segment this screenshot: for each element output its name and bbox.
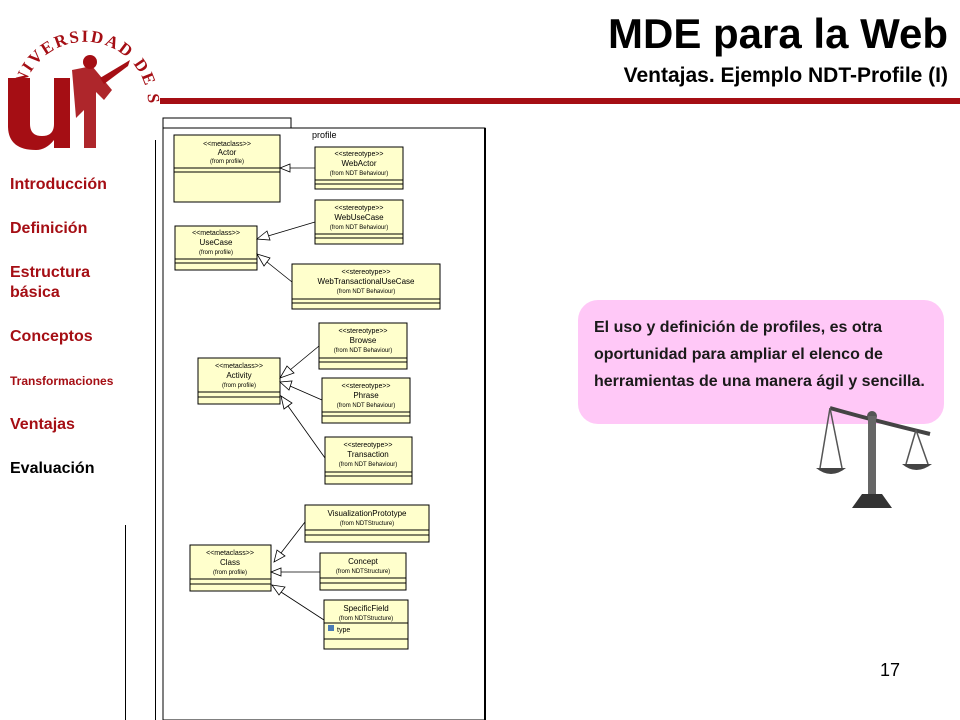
from-label: (from profile) — [222, 383, 256, 389]
from-label: (from NDTStructure) — [339, 616, 393, 622]
nav-item-estructura-basica[interactable]: Estructura básica — [10, 264, 91, 301]
from-label: (from NDT Behaviour) — [330, 225, 389, 231]
stereo-label: <<stereotype>> — [341, 383, 390, 390]
page-number: 17 — [880, 660, 901, 680]
stereo-label: <<metaclass>> — [203, 141, 251, 148]
metaclass-usecase: <<metaclass>> UseCase (from profile) — [174, 225, 258, 271]
attribute-icon — [328, 625, 334, 631]
class-concept: Concept (from NDTStructure) — [319, 552, 407, 591]
class-specificfield: SpecificField (from NDTStructure) type — [323, 599, 409, 650]
slide-title: MDE para la Web — [608, 10, 948, 57]
class-name: Transaction — [347, 450, 389, 459]
class-name: UseCase — [200, 238, 233, 247]
package-profile: profile — [162, 117, 486, 720]
class-name: Concept — [348, 557, 379, 566]
class-name: Browse — [350, 336, 377, 345]
from-label: (from NDT Behaviour) — [330, 171, 389, 177]
callout-text: El uso y definición de profiles, es otra… — [594, 319, 925, 390]
from-label: (from NDT Behaviour) — [334, 348, 393, 354]
sidebar-divider-lower — [125, 525, 126, 720]
from-label: (from profile) — [210, 159, 244, 165]
stereo-label: <<stereotype>> — [341, 269, 390, 276]
class-visualizationprototype: VisualizationPrototype (from NDTStructur… — [304, 504, 430, 543]
metaclass-activity: <<metaclass>> Activity (from profile) — [197, 357, 281, 405]
class-name: Phrase — [353, 391, 379, 400]
balance-scale-icon — [816, 406, 932, 508]
class-name: VisualizationPrototype — [327, 509, 407, 518]
stereo-label: <<stereotype>> — [334, 151, 383, 158]
from-label: (from profile) — [213, 570, 247, 576]
stereo-label: <<stereotype>> — [334, 205, 383, 212]
stereo-label: <<stereotype>> — [338, 328, 387, 335]
nav-item-definicion[interactable]: Definición — [10, 220, 88, 237]
from-label: (from profile) — [199, 250, 233, 256]
class-name: Activity — [226, 371, 251, 380]
stereo-label: <<metaclass>> — [192, 230, 240, 237]
stereotype-browse: <<stereotype>> Browse (from NDT Behaviou… — [318, 322, 408, 370]
from-label: (from NDT Behaviour) — [337, 289, 396, 295]
stereotype-webusecase: <<stereotype>> WebUseCase (from NDT Beha… — [314, 199, 404, 245]
nav-item-introduccion[interactable]: Introducción — [10, 176, 107, 193]
class-name: Actor — [218, 148, 237, 157]
nav-item-transformaciones[interactable]: Transformaciones — [10, 374, 114, 388]
sidebar-nav: Introducción Definición Estructura básic… — [10, 175, 155, 503]
class-name: WebActor — [342, 159, 377, 168]
stereotype-transaction: <<stereotype>> Transaction (from NDT Beh… — [324, 436, 413, 485]
callout-box: El uso y definición de profiles, es otra… — [578, 300, 944, 424]
from-label: (from NDT Behaviour) — [339, 462, 398, 468]
university-logo: UNIVERSIDAD DE SEVILLA — [0, 0, 161, 150]
stereotype-phrase: <<stereotype>> Phrase (from NDT Behaviou… — [321, 377, 411, 424]
attribute-label: type — [337, 627, 350, 634]
stereo-label: <<metaclass>> — [206, 550, 254, 557]
stereo-label: <<metaclass>> — [215, 363, 263, 370]
package-label: profile — [312, 130, 337, 140]
class-name: WebUseCase — [334, 213, 384, 222]
class-name: SpecificField — [343, 604, 388, 613]
nav-item-evaluacion[interactable]: Evaluación — [10, 460, 95, 477]
class-name: WebTransactionalUseCase — [318, 277, 415, 286]
from-label: (from NDT Behaviour) — [337, 403, 396, 409]
nav-item-conceptos[interactable]: Conceptos — [10, 328, 93, 345]
header-divider — [160, 98, 960, 104]
stereotype-webtransactionalusecase: <<stereotype>> WebTransactionalUseCase (… — [291, 263, 441, 310]
generalization-arrows — [255, 163, 326, 621]
stereo-label: <<stereotype>> — [343, 442, 392, 449]
stereotype-webactor: <<stereotype>> WebActor (from NDT Behavi… — [314, 146, 404, 190]
slide-subtitle: Ventajas. Ejemplo NDT-Profile (I) — [623, 64, 948, 87]
sidebar-divider-upper — [155, 140, 156, 720]
from-label: (from NDTStructure) — [336, 569, 390, 575]
from-label: (from NDTStructure) — [340, 521, 394, 527]
nav-item-ventajas[interactable]: Ventajas — [10, 416, 75, 433]
metaclass-class: <<metaclass>> Class (from profile) — [189, 544, 272, 592]
class-name: Class — [220, 558, 240, 567]
metaclass-actor: <<metaclass>> Actor (from profile) — [173, 134, 281, 203]
